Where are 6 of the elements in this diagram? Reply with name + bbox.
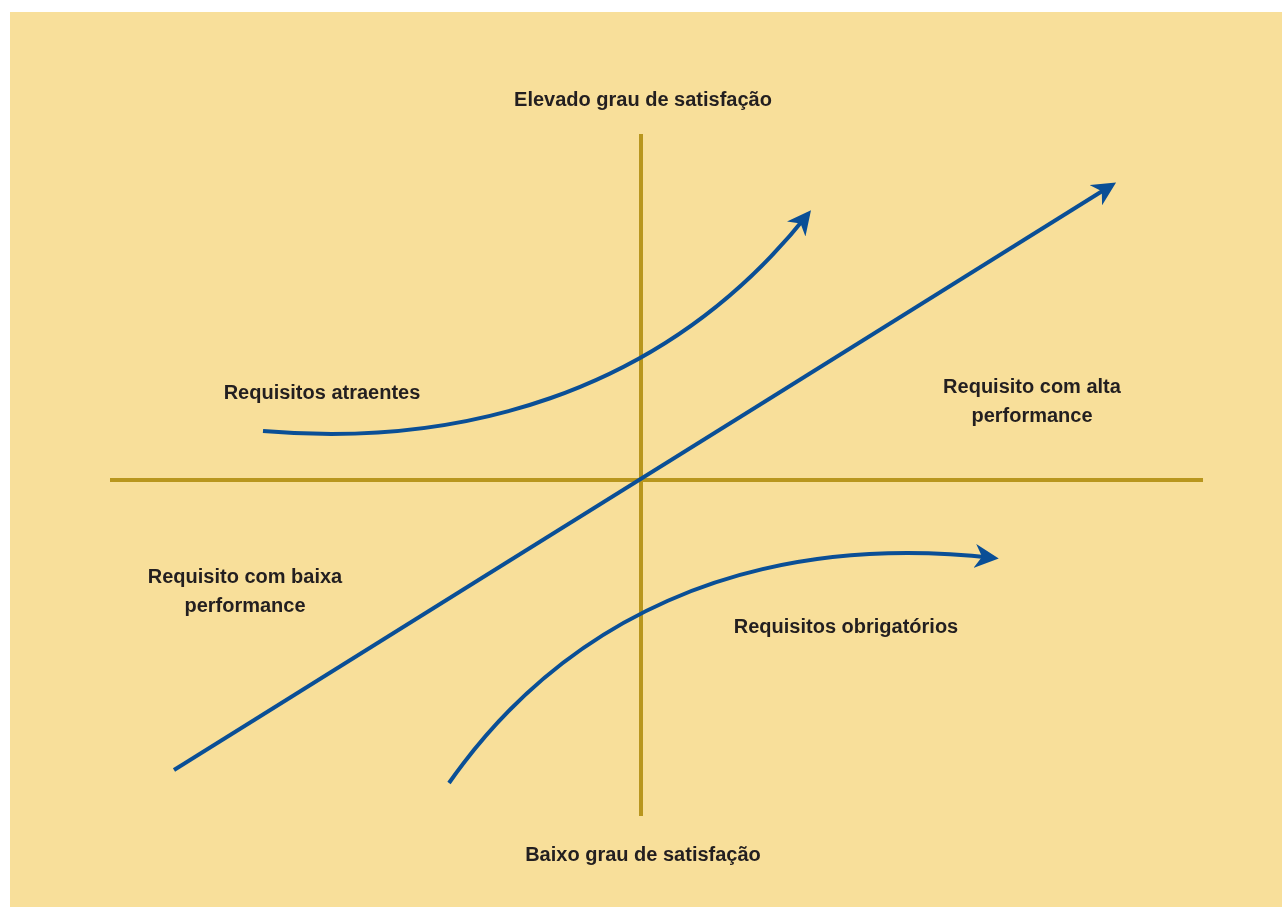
axis-label: Baixo grau de satisfação bbox=[524, 842, 762, 867]
curve-label: Requisito com alta performance bbox=[942, 374, 1122, 428]
curve-label: Requisitos obrigatórios bbox=[732, 614, 960, 639]
axis-label: Elevado grau de satisfação bbox=[513, 87, 773, 112]
curve-label: Requisitos atraentes bbox=[222, 380, 422, 405]
curve-label: Requisito com baixa performance bbox=[146, 564, 344, 618]
